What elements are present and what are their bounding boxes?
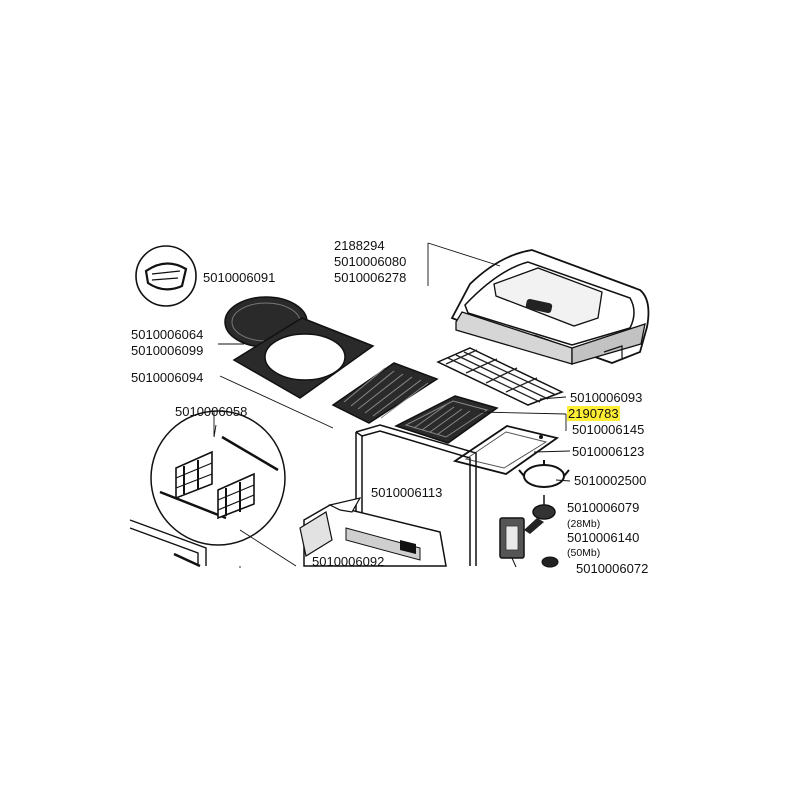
part-label-round-grill-1: 5010006064 <box>131 327 204 342</box>
griddle-plate-part <box>452 425 560 475</box>
part-label-body: 5010006092 <box>312 554 385 569</box>
warming-rack-part <box>436 347 564 406</box>
part-label-large-grate: 5010006094 <box>131 370 204 385</box>
part-label-grate-extra: 5010006145 <box>572 422 645 437</box>
part-label-griddle-plate: 5010006123 <box>572 444 645 459</box>
part-label-round-grill-2: 5010006099 <box>131 343 204 358</box>
part-label-lid-2: 5010006080 <box>334 254 407 269</box>
leader-lines <box>213 242 571 568</box>
large-grate-part <box>331 362 439 424</box>
part-label-lid-badge: 5010006091 <box>203 270 276 285</box>
base-part <box>129 519 207 568</box>
part-label-grill-grate-highlighted: 2190783 <box>567 406 620 421</box>
square-grill-plate-part <box>232 317 375 399</box>
gas-cartridge-part <box>499 517 525 568</box>
part-label-hardware-kit: 5010006058 <box>175 404 248 419</box>
part-note-regulator-28: (28Mb) <box>567 518 601 530</box>
part-label-frame: 5010006113 <box>371 485 443 500</box>
burner-ring-part <box>518 460 570 488</box>
part-label-warming-rack: 5010006093 <box>570 390 643 405</box>
part-label-cut-off: 5010006072 <box>576 561 649 576</box>
part-label-lid-1: 2188294 <box>334 238 385 253</box>
part-label-lid-3: 5010006278 <box>334 270 407 285</box>
grill-body-part <box>299 497 447 567</box>
part-label-regulator-50: 5010006140 <box>567 530 640 545</box>
part-label-burner-ring: 5010002500 <box>574 473 647 488</box>
part-label-regulator-28: 5010006079 <box>567 500 640 515</box>
grill-lid-part <box>450 249 650 365</box>
regulator-part <box>524 495 556 534</box>
valve-part <box>541 556 559 568</box>
grill-grate-part <box>394 395 499 444</box>
part-note-regulator-50: (50Mb) <box>567 547 601 559</box>
lid-badge-part <box>135 245 197 307</box>
hardware-kit-part <box>150 410 286 546</box>
